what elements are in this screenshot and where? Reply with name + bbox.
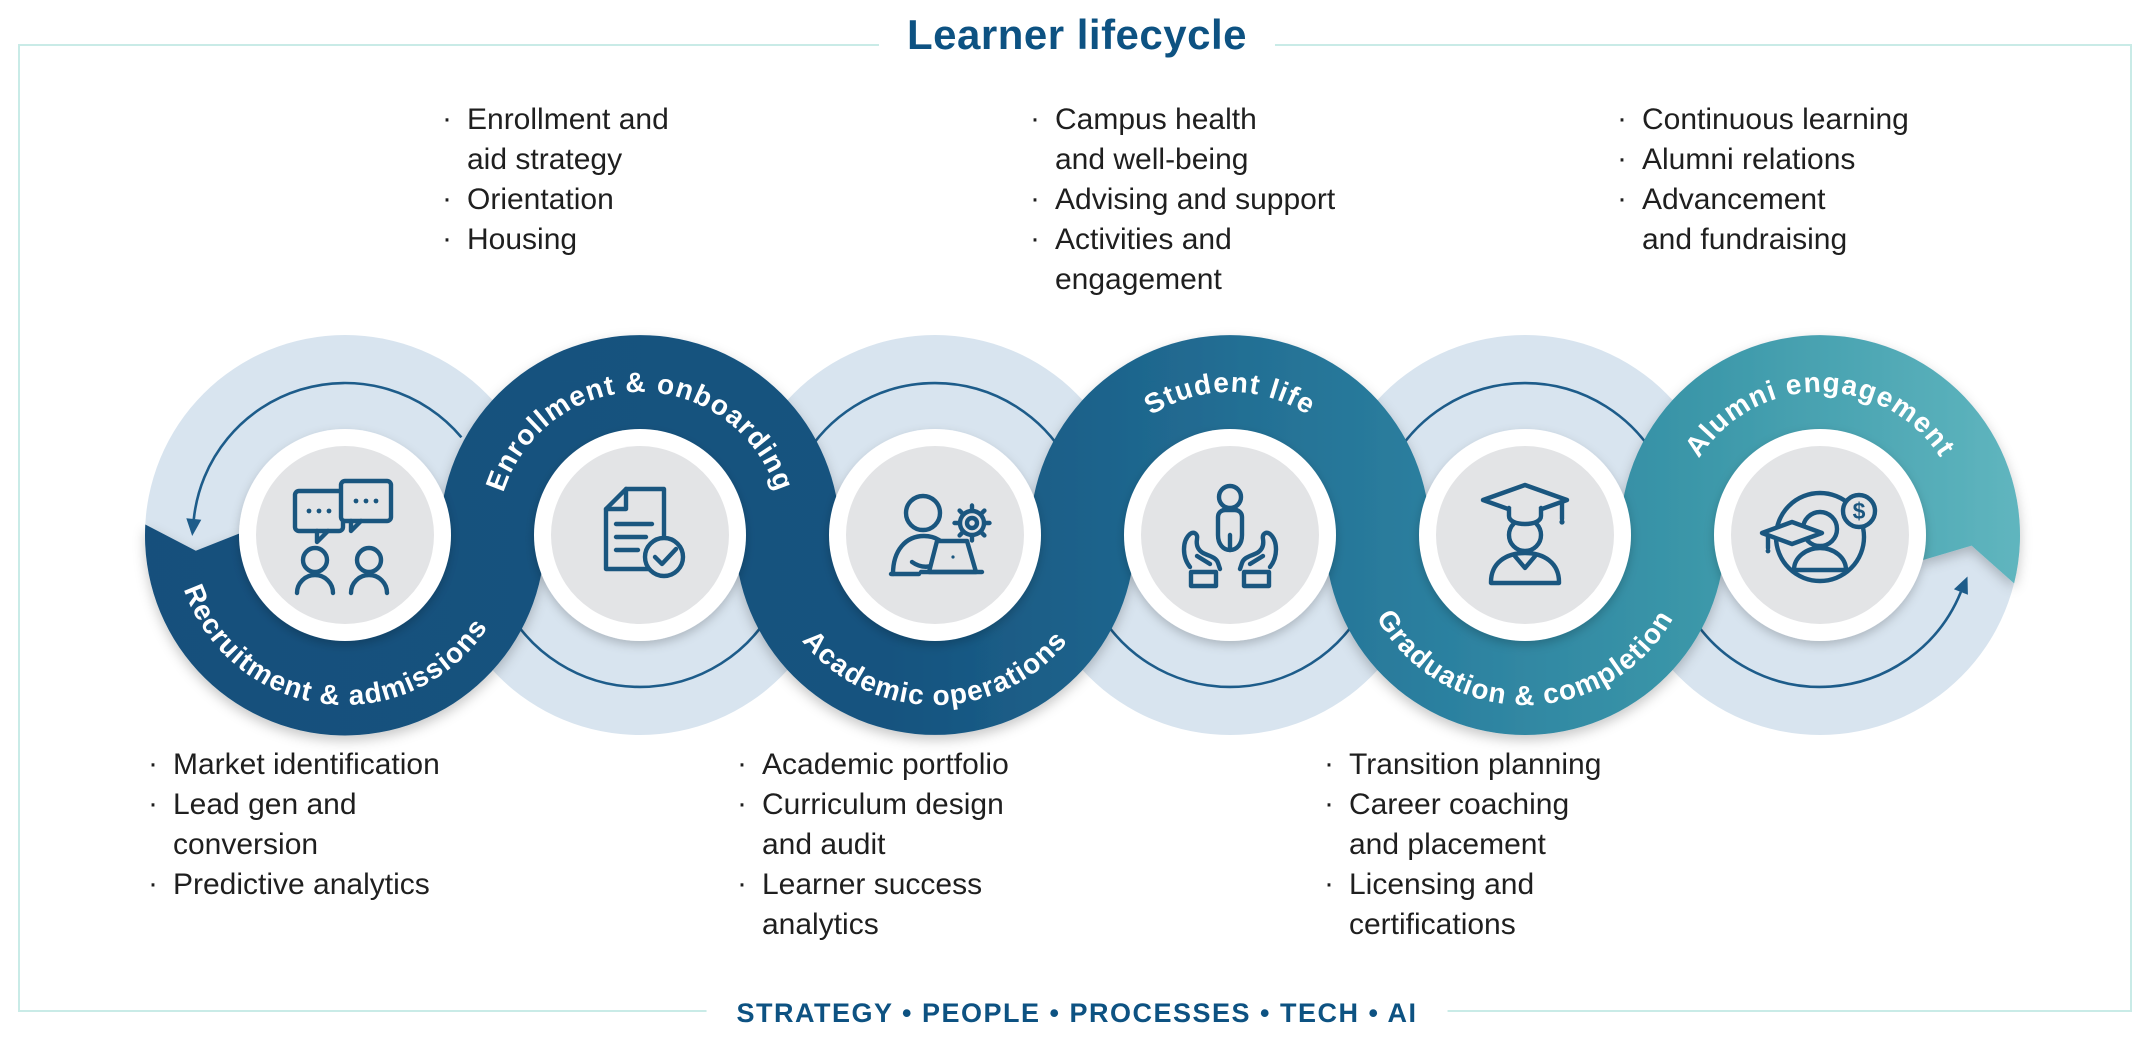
callout-recruitment-admissions: Market identification Lead gen and conve… (146, 744, 440, 905)
ribbon-segment-recruitment (145, 524, 546, 736)
flow-arc (1392, 381, 1658, 460)
arrowhead-end-icon (1953, 576, 1968, 595)
list-item: Campus health and well-being (1028, 99, 1335, 180)
callout-alumni-engagement: Continuous learning Alumni relations Adv… (1615, 99, 1909, 260)
list-item: Predictive analytics (146, 864, 440, 905)
callout-list: Campus health and well-being Advising an… (1028, 99, 1335, 300)
ribbon-segment-graduation (1325, 535, 1725, 735)
flow-arc (507, 610, 773, 689)
callout-list: Academic portfolio Curriculum design and… (735, 744, 1009, 945)
ribbon-segment-academic (735, 535, 1135, 735)
list-item: Transition planning (1322, 744, 1601, 785)
graduate-icon (1480, 482, 1570, 586)
flow-arc (1097, 610, 1363, 689)
flow-arc-start (192, 381, 463, 520)
list-item: Housing (440, 219, 669, 260)
hands-person-icon (1181, 483, 1279, 589)
flow-arc (802, 381, 1068, 460)
callout-student-life: Campus health and well-being Advising an… (1028, 99, 1335, 300)
flow-arc-end (1687, 591, 1963, 689)
ribbon-segment-enrollment (440, 335, 840, 535)
alumni-dollar-icon: $ (1759, 490, 1878, 584)
callout-list: Transition planning Career coaching and … (1322, 744, 1601, 945)
list-item: Lead gen and conversion (146, 784, 440, 865)
list-item: Activities and engagement (1028, 219, 1335, 300)
arrowhead-start-icon (186, 518, 202, 536)
callout-list: Enrollment and aid strategy Orientation … (440, 99, 669, 260)
callout-list: Continuous learning Alumni relations Adv… (1615, 99, 1909, 260)
callout-academic-operations: Academic portfolio Curriculum design and… (735, 744, 1009, 945)
callout-graduation-completion: Transition planning Career coaching and … (1322, 744, 1601, 945)
list-item: Career coaching and placement (1322, 784, 1601, 865)
ribbon-segment-studentlife (1030, 335, 1430, 535)
list-item: Advancement and fundraising (1615, 179, 1909, 260)
list-item: Advising and support (1028, 179, 1335, 220)
list-item: Continuous learning (1615, 99, 1909, 140)
ribbon-segment-alumni (1620, 335, 2020, 584)
list-item: Orientation (440, 179, 669, 220)
flow-arcs (186, 381, 1968, 689)
page-footer: STRATEGY • PEOPLE • PROCESSES • TECH • A… (706, 996, 1448, 1030)
document-check-icon (603, 486, 686, 579)
page-title: Learner lifecycle (878, 4, 1276, 66)
callout-enrollment-onboarding: Enrollment and aid strategy Orientation … (440, 99, 669, 260)
hub-circle (846, 446, 1024, 624)
dollar-sign: $ (1853, 498, 1866, 524)
list-item: Curriculum design and audit (735, 784, 1009, 865)
hub-circle (1436, 446, 1614, 624)
list-item: Enrollment and aid strategy (440, 99, 669, 180)
list-item: Academic portfolio (735, 744, 1009, 785)
serpentine-ribbon (145, 335, 2020, 736)
person-laptop-gear-icon (888, 493, 992, 577)
list-item: Learner success analytics (735, 864, 1009, 945)
list-item: Licensing and certifications (1322, 864, 1601, 945)
callout-list: Market identification Lead gen and conve… (146, 744, 440, 905)
list-item: Alumni relations (1615, 139, 1909, 180)
hub-circle (256, 446, 434, 624)
chat-people-icon (292, 478, 394, 596)
list-item: Market identification (146, 744, 440, 785)
